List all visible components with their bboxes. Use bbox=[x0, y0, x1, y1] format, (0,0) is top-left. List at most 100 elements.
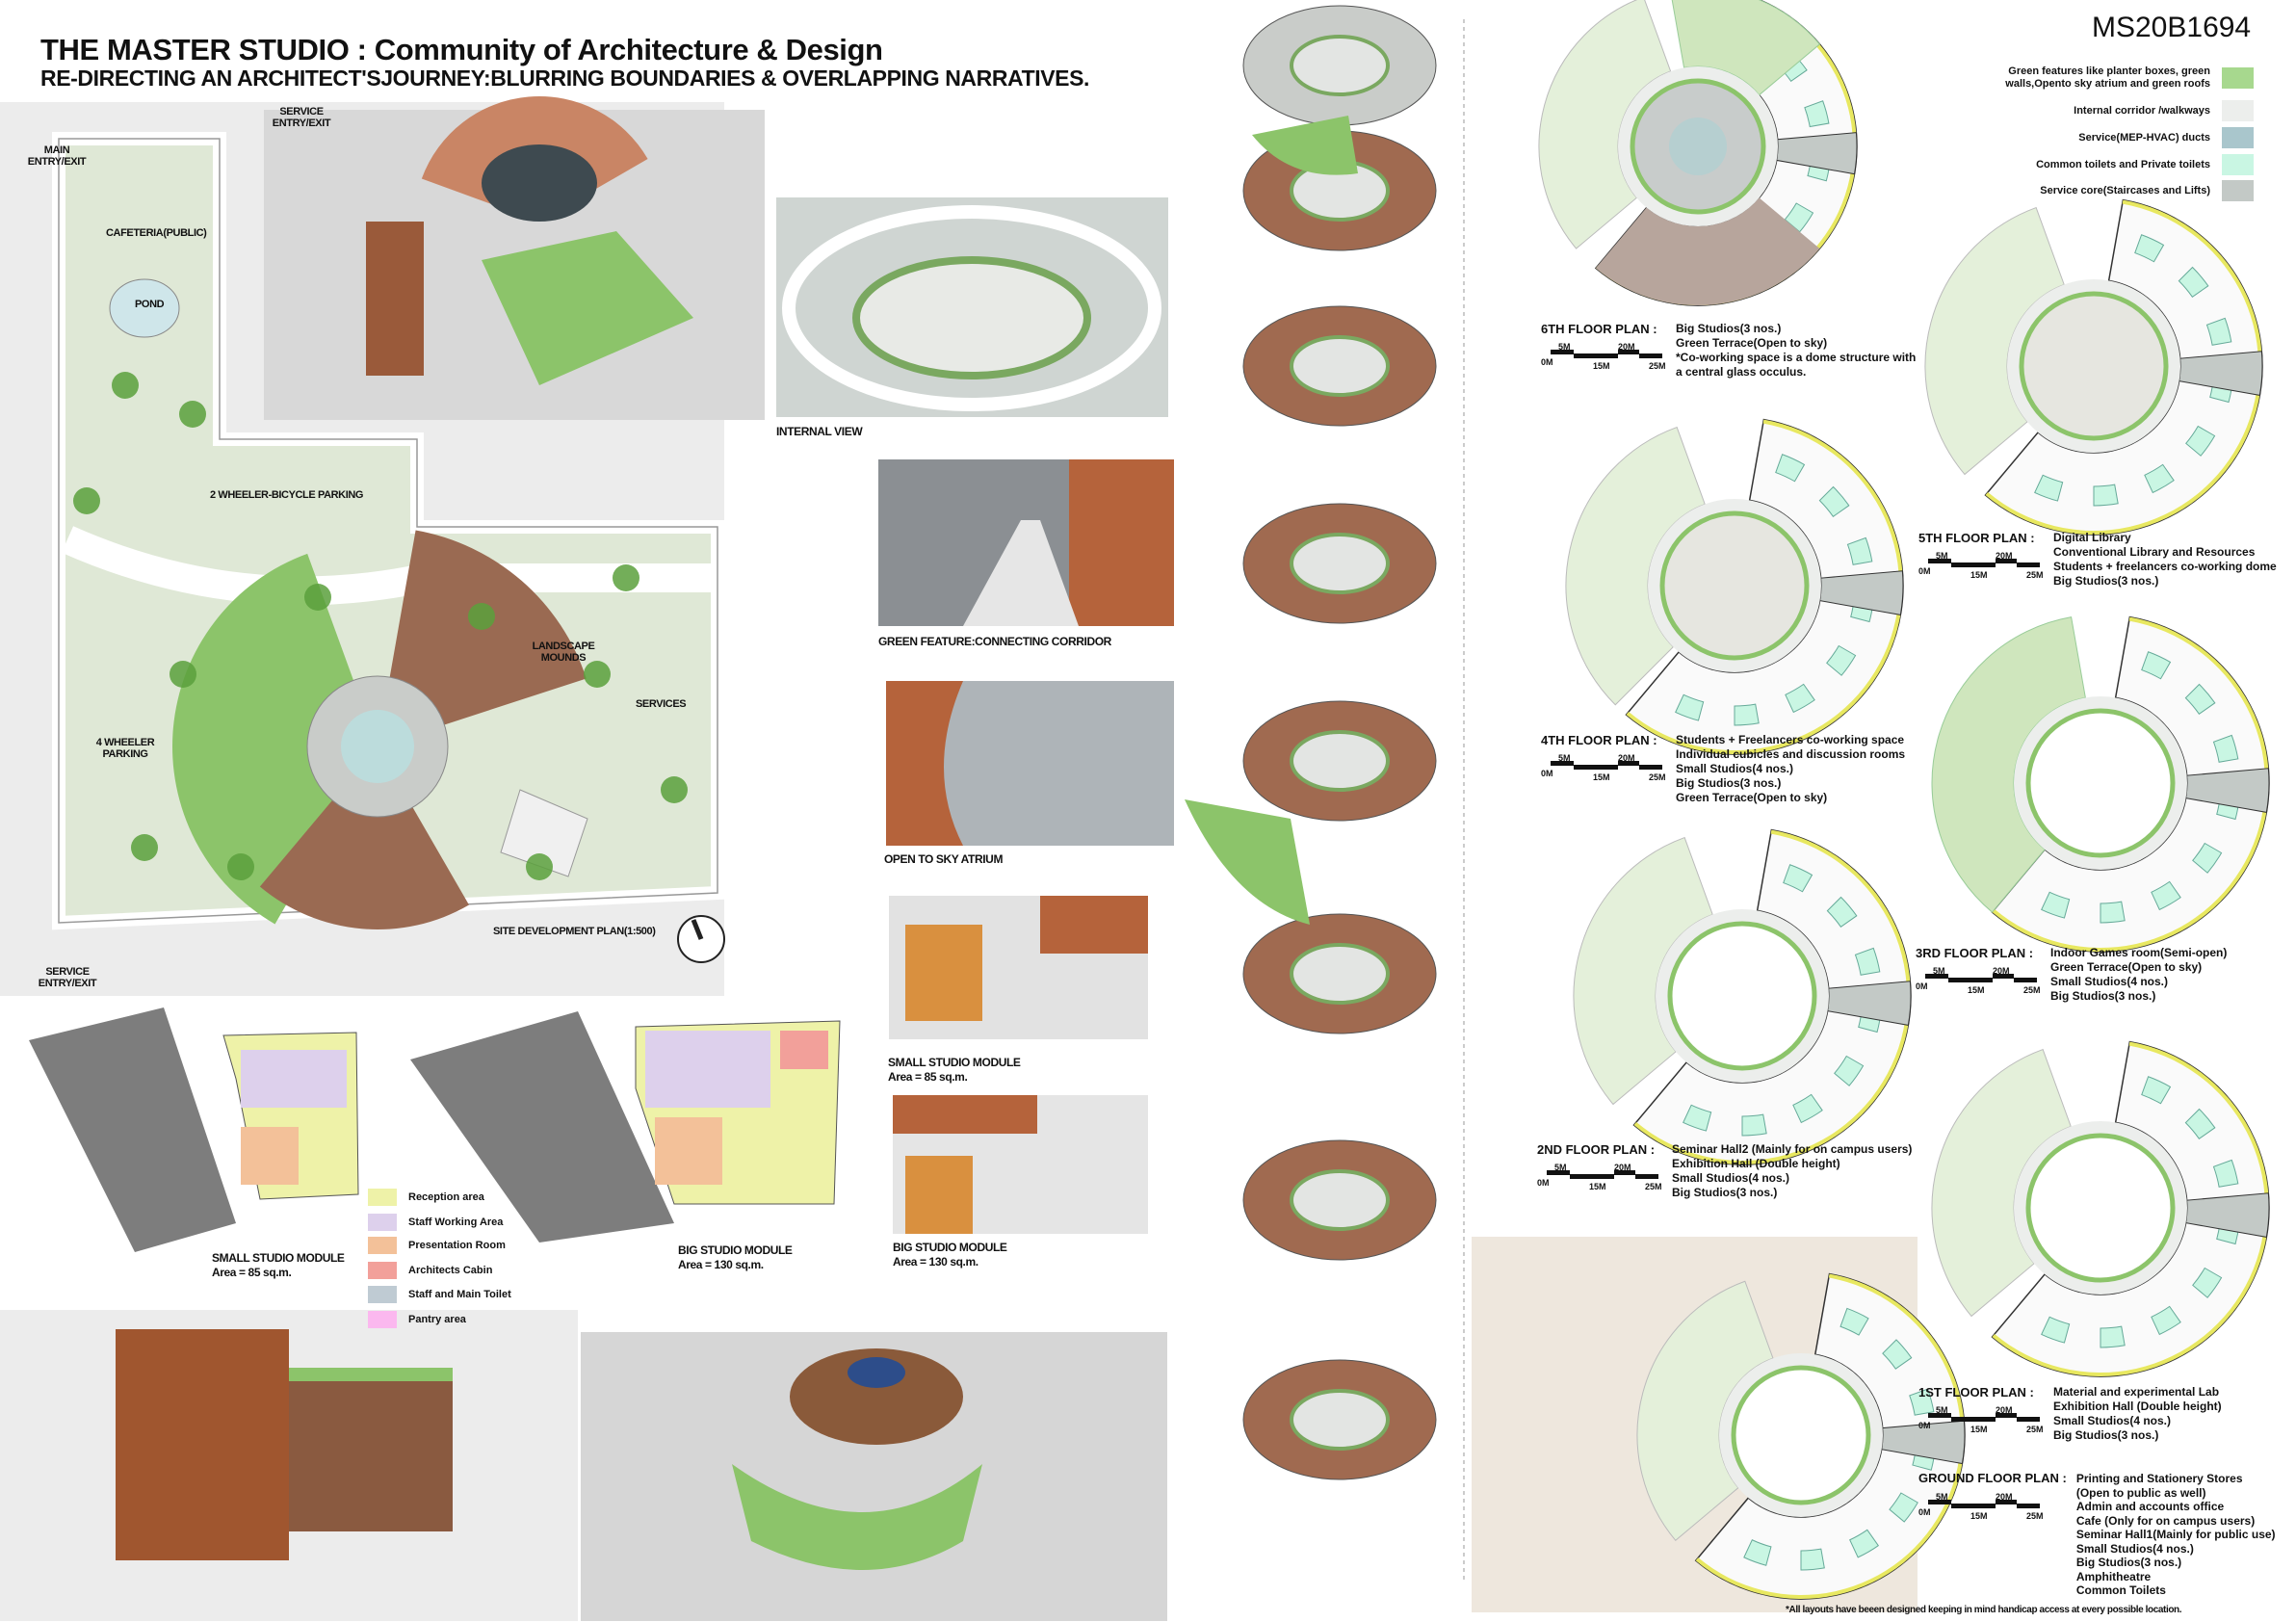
plan-toilet-block bbox=[1826, 896, 1858, 928]
plan-toilet-block bbox=[1675, 693, 1705, 721]
plan-toilet-block bbox=[1683, 1104, 1712, 1132]
plan-program-item: Common Toilets bbox=[2075, 1583, 2166, 1597]
plan-program-item: Admin and accounts office bbox=[2075, 1500, 2225, 1513]
big-module-iso bbox=[410, 1011, 674, 1243]
plan-atrium bbox=[2025, 708, 2176, 858]
swatch bbox=[368, 1262, 397, 1279]
plan-toilet-block bbox=[2212, 1159, 2239, 1188]
plan-roof-sector bbox=[1595, 197, 1820, 305]
site-central-pool bbox=[341, 710, 414, 783]
plan-toilet-block bbox=[2212, 734, 2239, 763]
plan-toilet-block bbox=[1818, 485, 1850, 517]
plan-toilet-block bbox=[1783, 864, 1813, 893]
big-module-presentation bbox=[655, 1117, 722, 1185]
big-module-cabin bbox=[780, 1031, 828, 1069]
axonometric-green-terrace bbox=[1185, 799, 1310, 925]
pond bbox=[109, 278, 180, 338]
legend-label: Staff Working Area bbox=[408, 1216, 504, 1228]
legend-label: Pantry area bbox=[408, 1314, 466, 1325]
swatch bbox=[368, 1286, 397, 1303]
tree-icon bbox=[131, 834, 158, 861]
plan-toilet-block bbox=[2151, 880, 2181, 911]
plan-program-item: Digital Library bbox=[2053, 531, 2131, 544]
swatch bbox=[2222, 67, 2254, 89]
module-legend-presentation: Presentation Room bbox=[368, 1237, 506, 1254]
plan-program-item: Small Studios(4 nos.) bbox=[2053, 1414, 2172, 1427]
swatch bbox=[368, 1237, 397, 1254]
plan-name: 4TH FLOOR PLAN : bbox=[1541, 733, 1657, 747]
corridor-brick-wall bbox=[1069, 459, 1174, 626]
corridor-caption: GREEN FEATURE:CONNECTING CORRIDOR bbox=[878, 635, 1111, 648]
cafeteria-label: CAFETERIA(PUBLIC) bbox=[106, 227, 207, 239]
plan-program-item: Big Studios(3 nos.) bbox=[1676, 776, 1782, 790]
legend-label: Green features like planter boxes, green… bbox=[2005, 65, 2210, 90]
plan-toilet-block bbox=[1800, 1548, 1825, 1571]
big-module-render-title: BIG STUDIO MODULE bbox=[893, 1241, 1007, 1254]
plan-name: 1ST FLOOR PLAN : bbox=[1918, 1385, 2034, 1400]
module-legend-staff-working: Staff Working Area bbox=[368, 1214, 503, 1231]
aerial-green-roof bbox=[482, 231, 693, 385]
plan-name: 5TH FLOOR PLAN : bbox=[1918, 531, 2035, 545]
plan-toilet-block bbox=[1792, 1093, 1823, 1124]
plan-program-item: Small Studios(4 nos.) bbox=[1676, 762, 1794, 775]
plan-program-item: Seminar Hall1(Mainly for public use) bbox=[2075, 1528, 2276, 1541]
bike-parking-label: 2 WHEELER-BICYCLE PARKING bbox=[210, 489, 364, 501]
axonometric-floor-atrium bbox=[1290, 1169, 1390, 1231]
tree-icon bbox=[584, 661, 611, 688]
aerial-render-2-dome bbox=[848, 1357, 905, 1388]
axonometric-floor-atrium bbox=[1290, 943, 1390, 1005]
plan-toilet-block bbox=[2100, 1325, 2126, 1348]
street-render-building bbox=[116, 1329, 289, 1560]
legend-label: Architects Cabin bbox=[408, 1265, 493, 1276]
big-studio-brick bbox=[893, 1095, 1037, 1134]
footnote: *All layouts have beeen designed keeping… bbox=[1786, 1605, 2182, 1615]
plan-toilet-block bbox=[2134, 234, 2165, 263]
tree-icon bbox=[170, 661, 196, 688]
plan-program-item: Exhibition Hall (Double height) bbox=[2053, 1400, 2222, 1413]
plan-program-item: Amphitheatre bbox=[2075, 1569, 2152, 1583]
plan-toilet-block bbox=[1854, 947, 1881, 976]
legend-label: Common toilets and Private toilets bbox=[2036, 158, 2210, 170]
small-module-iso bbox=[29, 1007, 236, 1252]
plan-glass-occulus bbox=[1669, 118, 1727, 175]
swatch bbox=[368, 1311, 397, 1328]
axonometric-floor-atrium bbox=[1290, 533, 1390, 594]
site-plan-caption: SITE DEVELOPMENT PLAN(1:500) bbox=[493, 926, 656, 937]
plan-toilet-block bbox=[1775, 454, 1806, 483]
plan-toilet-block bbox=[2151, 1305, 2181, 1336]
plan-toilet-block bbox=[2093, 484, 2119, 507]
swatch bbox=[2222, 154, 2254, 175]
small-module-area: Area = 85 sq.m. bbox=[212, 1266, 292, 1279]
plan-toilet-block bbox=[1846, 536, 1873, 565]
small-module-title: SMALL STUDIO MODULE bbox=[212, 1251, 345, 1265]
big-studio-desk bbox=[905, 1156, 973, 1234]
plan-program-item: Students + freelancers co-working dome bbox=[2053, 560, 2277, 573]
plan-toilet-block bbox=[1741, 1113, 1767, 1137]
module-legend-toilet: Staff and Main Toilet bbox=[368, 1286, 511, 1303]
axonometric-floor-atrium bbox=[1290, 335, 1390, 397]
axonometric-floor-atrium bbox=[1290, 35, 1390, 96]
plan-toilet-block bbox=[1743, 1539, 1772, 1566]
poster-subtitle: RE-DIRECTING AN ARCHITECT'SJOURNEY:BLURR… bbox=[40, 65, 1090, 91]
car-parking-label: 4 WHEELER PARKING bbox=[95, 737, 155, 760]
plan-toilet-block bbox=[2192, 842, 2223, 874]
plan-toilet-block bbox=[2141, 1076, 2172, 1105]
module-legend-reception: Reception area bbox=[368, 1189, 484, 1206]
legend-service-core: Service core(Staircases and Lifts) bbox=[2040, 180, 2254, 201]
tree-icon bbox=[73, 487, 100, 514]
plan-program-item: Green Terrace(Open to sky) bbox=[1676, 791, 1828, 804]
small-module-render-area: Area = 85 sq.m. bbox=[888, 1070, 968, 1084]
axonometric-floor-atrium bbox=[1290, 1389, 1390, 1451]
plan-toilet-block bbox=[2041, 1316, 2071, 1344]
plan-toilet-block bbox=[2185, 425, 2216, 457]
small-module-staff-area bbox=[241, 1050, 347, 1108]
small-module-render-title: SMALL STUDIO MODULE bbox=[888, 1056, 1021, 1069]
axonometric-floor-atrium bbox=[1290, 730, 1390, 792]
plan-program-item: Individual cubicles and discussion rooms bbox=[1676, 747, 1906, 761]
